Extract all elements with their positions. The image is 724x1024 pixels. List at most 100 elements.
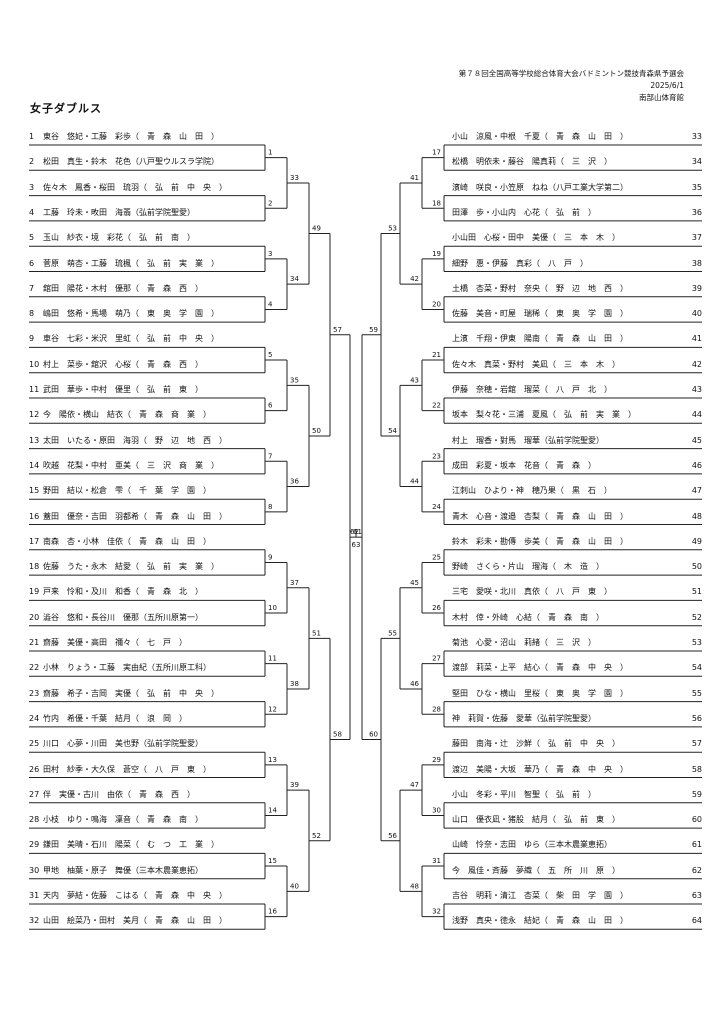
draw-number: 44 (691, 410, 702, 420)
match-number: 48 (410, 882, 419, 890)
match-number: 58 (333, 731, 342, 739)
match-number: 2 (268, 199, 272, 207)
school-name: （ 青 森 山 田 ） (540, 536, 628, 546)
school-name: （八戸聖ウルスラ学院） (131, 157, 219, 167)
pair-names: 田澤 歩・小山内 心花 (452, 207, 540, 217)
school-name: （ 弘 前 ） (540, 207, 596, 217)
draw-number: 5 (29, 233, 35, 243)
match-number: 57 (333, 326, 342, 334)
school-name: （ 木 造 ） (548, 562, 604, 572)
pair-names: 菊池 心愛・沼山 莉緒 (452, 638, 540, 647)
school-name: （ 弘 前 実 業 ） (131, 258, 219, 268)
draw-number: 11 (29, 385, 40, 394)
school-name: （弘前学院聖愛） (532, 713, 596, 723)
draw-number: 26 (29, 764, 40, 774)
draw-entry: 佐藤 美音・町屋 瑞稀（ 東 奥 学 園 ）40 (452, 306, 702, 322)
school-name: （ 青 森 ） (540, 460, 596, 470)
draw-entry: 細野 惠・伊藤 真彩（ 八 戸 ）38 (452, 256, 702, 272)
school-name: （ 東 奥 学 園 ） (131, 309, 219, 319)
draw-number: 56 (691, 713, 702, 723)
draw-number: 36 (691, 207, 702, 217)
pair-names: 佐々木 鳳香・桜田 琉羽 (43, 182, 139, 192)
school-name: （ 青 森 西 ） (131, 283, 203, 293)
match-number: 56 (388, 832, 397, 840)
draw-number: 2 (29, 157, 35, 167)
match-number: 41 (410, 174, 419, 182)
pair-names: 天内 夢結・佐藤 こはる (43, 891, 139, 900)
match-number: 30 (432, 806, 441, 814)
match-number: 32 (432, 908, 441, 916)
draw-number: 21 (29, 638, 40, 647)
draw-number: 62 (691, 865, 702, 875)
pair-names: 濱崎 咲良・小笠原 ねね (452, 182, 548, 192)
draw-entry: 松橋 明依未・藤谷 陽真莉（ 三 沢 ）34 (452, 154, 702, 170)
school-name: （五所川原工科） (147, 663, 211, 673)
draw-number: 51 (691, 587, 702, 597)
draw-number: 39 (691, 283, 702, 293)
draw-entry: 藤田 南海・辻 沙鮮（ 弘 前 中 央 ）57 (452, 736, 702, 752)
match-number: 24 (432, 503, 441, 511)
match-number: 35 (290, 376, 299, 384)
draw-entry: 吉谷 明莉・清江 杏菜（ 柴 田 学 園 ）63 (452, 888, 702, 904)
draw-number: 57 (691, 739, 702, 749)
draw-number: 7 (29, 283, 35, 293)
school-name: （ 青 森 北 ） (131, 587, 203, 597)
match-number: 50 (312, 427, 321, 435)
school-name: （ 弘 前 中 央 ） (139, 182, 227, 192)
match-number: 34 (290, 275, 299, 283)
match-number: 18 (432, 199, 441, 207)
pair-names: 藤田 南海・辻 沙鮮 (452, 739, 532, 749)
match-number: 59 (369, 326, 378, 334)
draw-number: 50 (691, 562, 702, 572)
match-number: 12 (268, 705, 277, 713)
match-number: 37 (290, 579, 299, 587)
match-number: 51 (312, 629, 321, 637)
draw-number: 34 (691, 157, 702, 167)
pair-names: 田村 紗季・大久保 蒼空 (43, 764, 139, 774)
school-name: （ 七 戸 ） (131, 638, 187, 647)
draw-number: 30 (29, 865, 40, 875)
school-name: （ 八 戸 北 ） (540, 385, 612, 394)
school-name: （ む つ 工 業 ） (131, 840, 219, 850)
draw-entry: 鈴木 彩未・勘傳 歩美（ 青 森 山 田 ）49 (452, 534, 702, 550)
draw-number: 43 (691, 385, 702, 394)
school-name: （弘前学院聖愛） (131, 207, 195, 217)
draw-entry: 山口 優衣凪・猪股 結月（ 弘 前 東 ）60 (452, 812, 702, 828)
draw-entry: 浅野 真央・徳永 結妃（ 青 森 山 田 ）64 (452, 913, 702, 929)
draw-number: 16 (29, 511, 40, 521)
match-number: 39 (290, 781, 299, 789)
draw-entry: 濱崎 咲良・小笠原 ねね（八戸工業大学第二）35 (452, 180, 702, 196)
draw-number: 46 (691, 460, 702, 470)
draw-number: 42 (691, 359, 702, 369)
pair-names: 松橋 明依未・藤谷 陽真莉 (452, 157, 556, 167)
draw-number: 54 (691, 663, 702, 673)
draw-number: 40 (691, 309, 702, 319)
match-number: 45 (410, 579, 419, 587)
draw-entry: 三宅 愛咲・北川 真依（ 八 戸 東 ）51 (452, 584, 702, 600)
draw-number: 29 (29, 840, 40, 850)
draw-number: 8 (29, 309, 35, 319)
draw-number: 63 (691, 891, 702, 900)
pair-names: 渡部 莉菜・上平 結心 (452, 663, 540, 673)
match-number: 23 (432, 452, 441, 460)
match-number: 4 (268, 300, 273, 308)
draw-number: 17 (29, 536, 40, 546)
draw-entry: 村上 瑠香・對馬 瑠華（弘前学院聖愛）45 (452, 433, 702, 449)
school-name: （ 青 森 山 田 ） (540, 334, 628, 344)
draw-entry: 野崎 さくら・片山 瑠海（ 木 造 ）50 (452, 559, 702, 575)
event-title: 女子ダブルス (30, 102, 102, 115)
